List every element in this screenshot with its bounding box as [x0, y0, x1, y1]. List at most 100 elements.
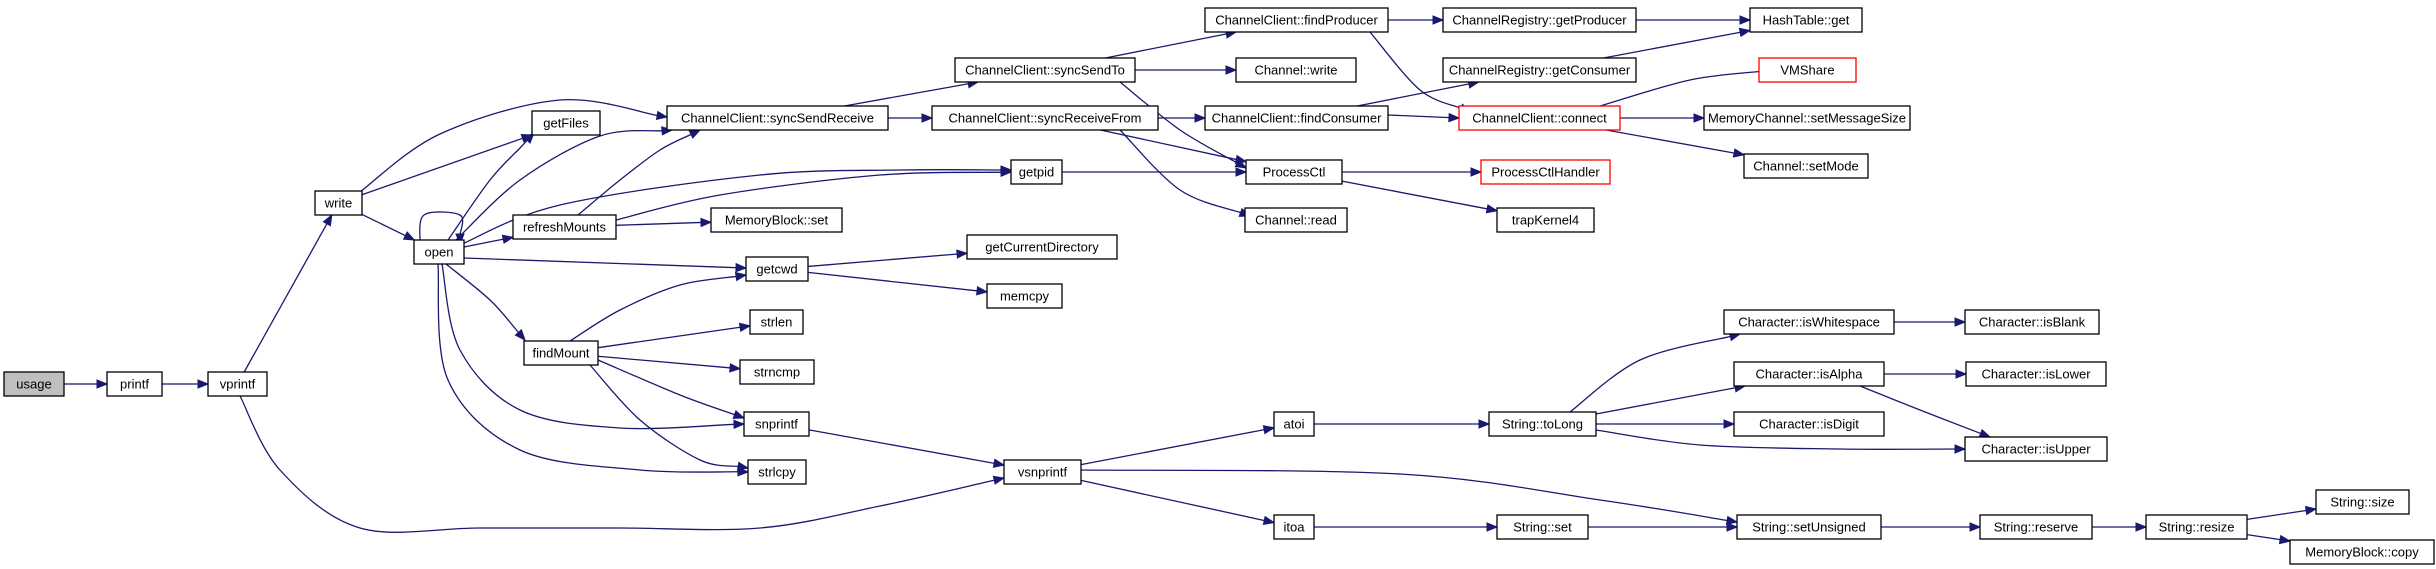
node-stringSize[interactable]: String::size	[2315, 489, 2410, 515]
node-refreshMounts[interactable]: refreshMounts	[512, 214, 617, 240]
node-vprintf[interactable]: vprintf	[207, 371, 268, 397]
node-getFiles[interactable]: getFiles	[531, 110, 601, 136]
node-box[interactable]	[1245, 159, 1343, 185]
node-printf[interactable]: printf	[106, 371, 163, 397]
node-syncReceiveFrom[interactable]: ChannelClient::syncReceiveFrom	[931, 105, 1159, 131]
node-getcwd[interactable]: getcwd	[745, 256, 809, 282]
node-open[interactable]: open	[413, 239, 465, 265]
node-box[interactable]	[1273, 411, 1315, 437]
node-box[interactable]	[531, 110, 601, 136]
node-box[interactable]	[314, 190, 363, 216]
node-findProducer[interactable]: ChannelClient::findProducer	[1204, 7, 1389, 33]
node-box[interactable]	[1204, 105, 1389, 131]
node-getpid[interactable]: getpid	[1010, 159, 1063, 185]
node-getCurrentDirectory[interactable]: getCurrentDirectory	[966, 234, 1118, 260]
node-memcpy[interactable]: memcpy	[986, 283, 1063, 309]
node-box[interactable]	[1010, 159, 1063, 185]
node-box[interactable]	[3, 371, 65, 397]
node-findMount[interactable]: findMount	[523, 340, 599, 366]
node-processCtl[interactable]: ProcessCtl	[1245, 159, 1343, 185]
node-box[interactable]	[1003, 459, 1082, 485]
node-resize[interactable]: String::resize	[2145, 514, 2248, 540]
node-strncmp[interactable]: strncmp	[739, 359, 815, 385]
node-box[interactable]	[1964, 436, 2108, 462]
node-box[interactable]	[986, 283, 1063, 309]
node-isAlpha[interactable]: Character::isAlpha	[1733, 361, 1885, 387]
node-box[interactable]	[1244, 207, 1348, 233]
node-memoryBlockCopy[interactable]: MemoryBlock::copy	[2289, 539, 2435, 565]
node-getProducer[interactable]: ChannelRegistry::getProducer	[1442, 7, 1637, 33]
node-box[interactable]	[1235, 57, 1357, 83]
node-box[interactable]	[523, 340, 599, 366]
node-vsnprintf[interactable]: vsnprintf	[1003, 459, 1082, 485]
node-isWhitespace[interactable]: Character::isWhitespace	[1723, 309, 1895, 335]
node-vmShare[interactable]: VMShare	[1758, 57, 1857, 83]
node-channelRead[interactable]: Channel::read	[1244, 207, 1348, 233]
node-box[interactable]	[739, 359, 815, 385]
node-isLower[interactable]: Character::isLower	[1965, 361, 2107, 387]
node-setUnsigned[interactable]: String::setUnsigned	[1736, 514, 1882, 540]
node-write[interactable]: write	[314, 190, 363, 216]
node-hashTableGet[interactable]: HashTable::get	[1749, 7, 1863, 33]
node-box[interactable]	[666, 105, 889, 131]
node-box[interactable]	[749, 309, 804, 335]
node-box[interactable]	[745, 256, 809, 282]
node-box[interactable]	[512, 214, 617, 240]
node-trapKernel4[interactable]: trapKernel4	[1496, 207, 1595, 233]
node-box[interactable]	[1496, 207, 1595, 233]
node-snprintf[interactable]: snprintf	[743, 411, 810, 437]
node-box[interactable]	[413, 239, 465, 265]
node-isBlank[interactable]: Character::isBlank	[1964, 309, 2100, 335]
node-channelWrite[interactable]: Channel::write	[1235, 57, 1357, 83]
node-box[interactable]	[747, 459, 807, 485]
node-box[interactable]	[1480, 159, 1611, 185]
node-box[interactable]	[106, 371, 163, 397]
node-box[interactable]	[1965, 361, 2107, 387]
node-connect[interactable]: ChannelClient::connect	[1458, 105, 1621, 131]
node-box[interactable]	[1758, 57, 1857, 83]
node-box[interactable]	[1743, 153, 1869, 179]
node-box[interactable]	[2145, 514, 2248, 540]
node-box[interactable]	[1964, 309, 2100, 335]
node-isUpper[interactable]: Character::isUpper	[1964, 436, 2108, 462]
node-box[interactable]	[1458, 105, 1621, 131]
node-syncSendReceive[interactable]: ChannelClient::syncSendReceive	[666, 105, 889, 131]
node-box[interactable]	[743, 411, 810, 437]
node-box[interactable]	[207, 371, 268, 397]
node-setMode[interactable]: Channel::setMode	[1743, 153, 1869, 179]
node-usage[interactable]: usage	[3, 371, 65, 397]
node-box[interactable]	[1733, 411, 1885, 437]
node-box[interactable]	[966, 234, 1118, 260]
node-box[interactable]	[931, 105, 1159, 131]
node-setMessageSize[interactable]: MemoryChannel::setMessageSize	[1703, 105, 1911, 131]
node-isDigit[interactable]: Character::isDigit	[1733, 411, 1885, 437]
node-box[interactable]	[1204, 7, 1389, 33]
node-box[interactable]	[1496, 514, 1589, 540]
node-toLong[interactable]: String::toLong	[1488, 411, 1597, 437]
node-itoa[interactable]: itoa	[1273, 514, 1315, 540]
node-box[interactable]	[1736, 514, 1882, 540]
node-box[interactable]	[1442, 57, 1637, 83]
node-atoi[interactable]: atoi	[1273, 411, 1315, 437]
node-box[interactable]	[2289, 539, 2435, 565]
node-box[interactable]	[1273, 514, 1315, 540]
node-box[interactable]	[1733, 361, 1885, 387]
node-box[interactable]	[1442, 7, 1637, 33]
node-box[interactable]	[1723, 309, 1895, 335]
node-box[interactable]	[710, 207, 843, 233]
node-box[interactable]	[954, 57, 1136, 83]
node-memoryBlockSet[interactable]: MemoryBlock::set	[710, 207, 843, 233]
node-box[interactable]	[2315, 489, 2410, 515]
node-box[interactable]	[1703, 105, 1911, 131]
node-box[interactable]	[1979, 514, 2093, 540]
node-stringSet[interactable]: String::set	[1496, 514, 1589, 540]
node-reserve[interactable]: String::reserve	[1979, 514, 2093, 540]
node-strlcpy[interactable]: strlcpy	[747, 459, 807, 485]
node-syncSendTo[interactable]: ChannelClient::syncSendTo	[954, 57, 1136, 83]
node-box[interactable]	[1749, 7, 1863, 33]
node-findConsumer[interactable]: ChannelClient::findConsumer	[1204, 105, 1389, 131]
node-getConsumer[interactable]: ChannelRegistry::getConsumer	[1442, 57, 1637, 83]
node-strlen[interactable]: strlen	[749, 309, 804, 335]
node-processCtlHandler[interactable]: ProcessCtlHandler	[1480, 159, 1611, 185]
node-box[interactable]	[1488, 411, 1597, 437]
